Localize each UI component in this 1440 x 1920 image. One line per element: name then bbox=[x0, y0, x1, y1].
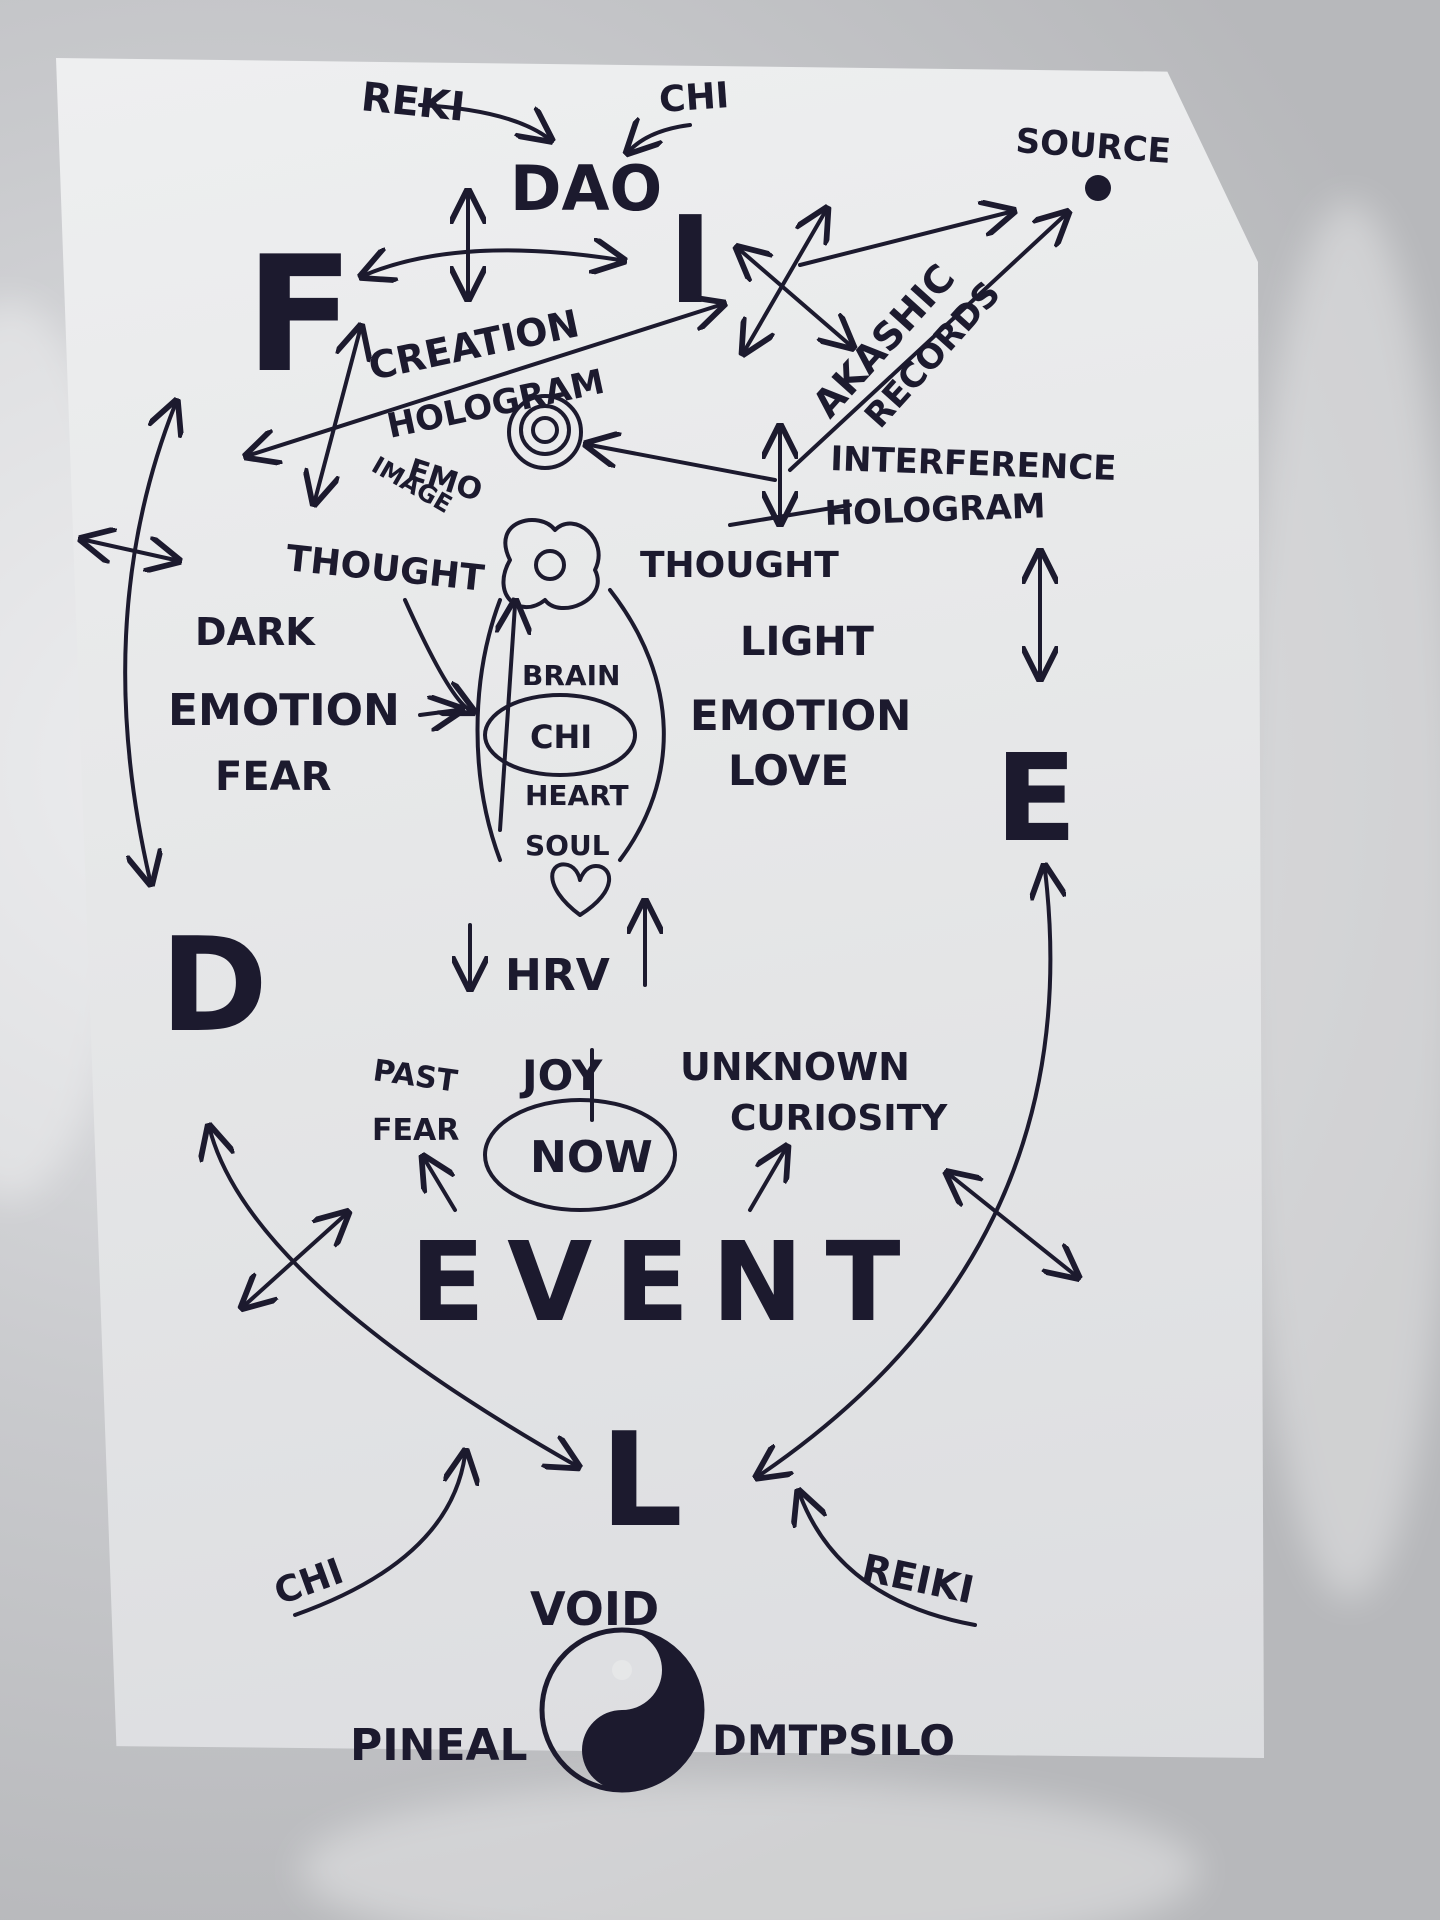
emotion-right-label: EMOTION bbox=[690, 691, 911, 740]
heart-label: HEART bbox=[525, 779, 629, 812]
fabric-fold bbox=[300, 1780, 1200, 1920]
pineal-label: PINEAL bbox=[350, 1720, 528, 1771]
source-dot-icon bbox=[1085, 175, 1111, 201]
fabric-fold bbox=[1240, 200, 1440, 1600]
yin-yang-icon bbox=[539, 1627, 705, 1793]
now-label: NOW bbox=[530, 1132, 653, 1183]
void-label: VOID bbox=[530, 1582, 659, 1636]
dao-label: DAO bbox=[510, 152, 662, 225]
spiral-icon bbox=[507, 394, 583, 470]
light-label: LIGHT bbox=[740, 619, 875, 665]
letter-e: E bbox=[995, 730, 1077, 869]
dark-label: DARK bbox=[195, 610, 316, 654]
soul-label: SOUL bbox=[525, 829, 610, 862]
interference-label: INTERFERENCE bbox=[830, 439, 1117, 489]
thought-left-label: THOUGHT bbox=[284, 538, 486, 600]
chi-mid-label: CHI bbox=[530, 718, 592, 756]
curiosity-label: CURIOSITY bbox=[730, 1098, 948, 1139]
fear-mid-label: FEAR bbox=[372, 1113, 459, 1148]
emotion-left-label: EMOTION bbox=[168, 685, 400, 736]
arrows-network bbox=[85, 103, 1075, 1627]
fear-left-label: FEAR bbox=[215, 754, 331, 800]
chi-top-label: CHI bbox=[658, 75, 731, 121]
dmt-label: DMTPSILO bbox=[712, 1716, 955, 1765]
heart-icon bbox=[550, 862, 611, 917]
chi-oval bbox=[483, 693, 637, 777]
hologram-label-2: HOLOGRAM bbox=[824, 486, 1046, 534]
love-label: LOVE bbox=[728, 746, 849, 795]
unknown-label: UNKNOWN bbox=[680, 1045, 910, 1089]
reki-top-label: REKI bbox=[359, 74, 467, 131]
letter-d: D bbox=[160, 909, 268, 1061]
event-label: EVENT bbox=[410, 1218, 923, 1346]
chi-bottom-label: CHI bbox=[269, 1551, 349, 1613]
brain-label: BRAIN bbox=[522, 659, 620, 692]
letter-f: F bbox=[245, 221, 354, 408]
thought-right-label: THOUGHT bbox=[640, 545, 839, 586]
letter-l: L bbox=[600, 1404, 683, 1556]
joy-label: JOY bbox=[519, 1051, 603, 1100]
hrv-label: HRV bbox=[505, 950, 610, 1001]
reiki-bottom-label: REIKI bbox=[858, 1546, 978, 1613]
past-label: PAST bbox=[371, 1053, 460, 1099]
source-label: SOURCE bbox=[1014, 121, 1172, 172]
